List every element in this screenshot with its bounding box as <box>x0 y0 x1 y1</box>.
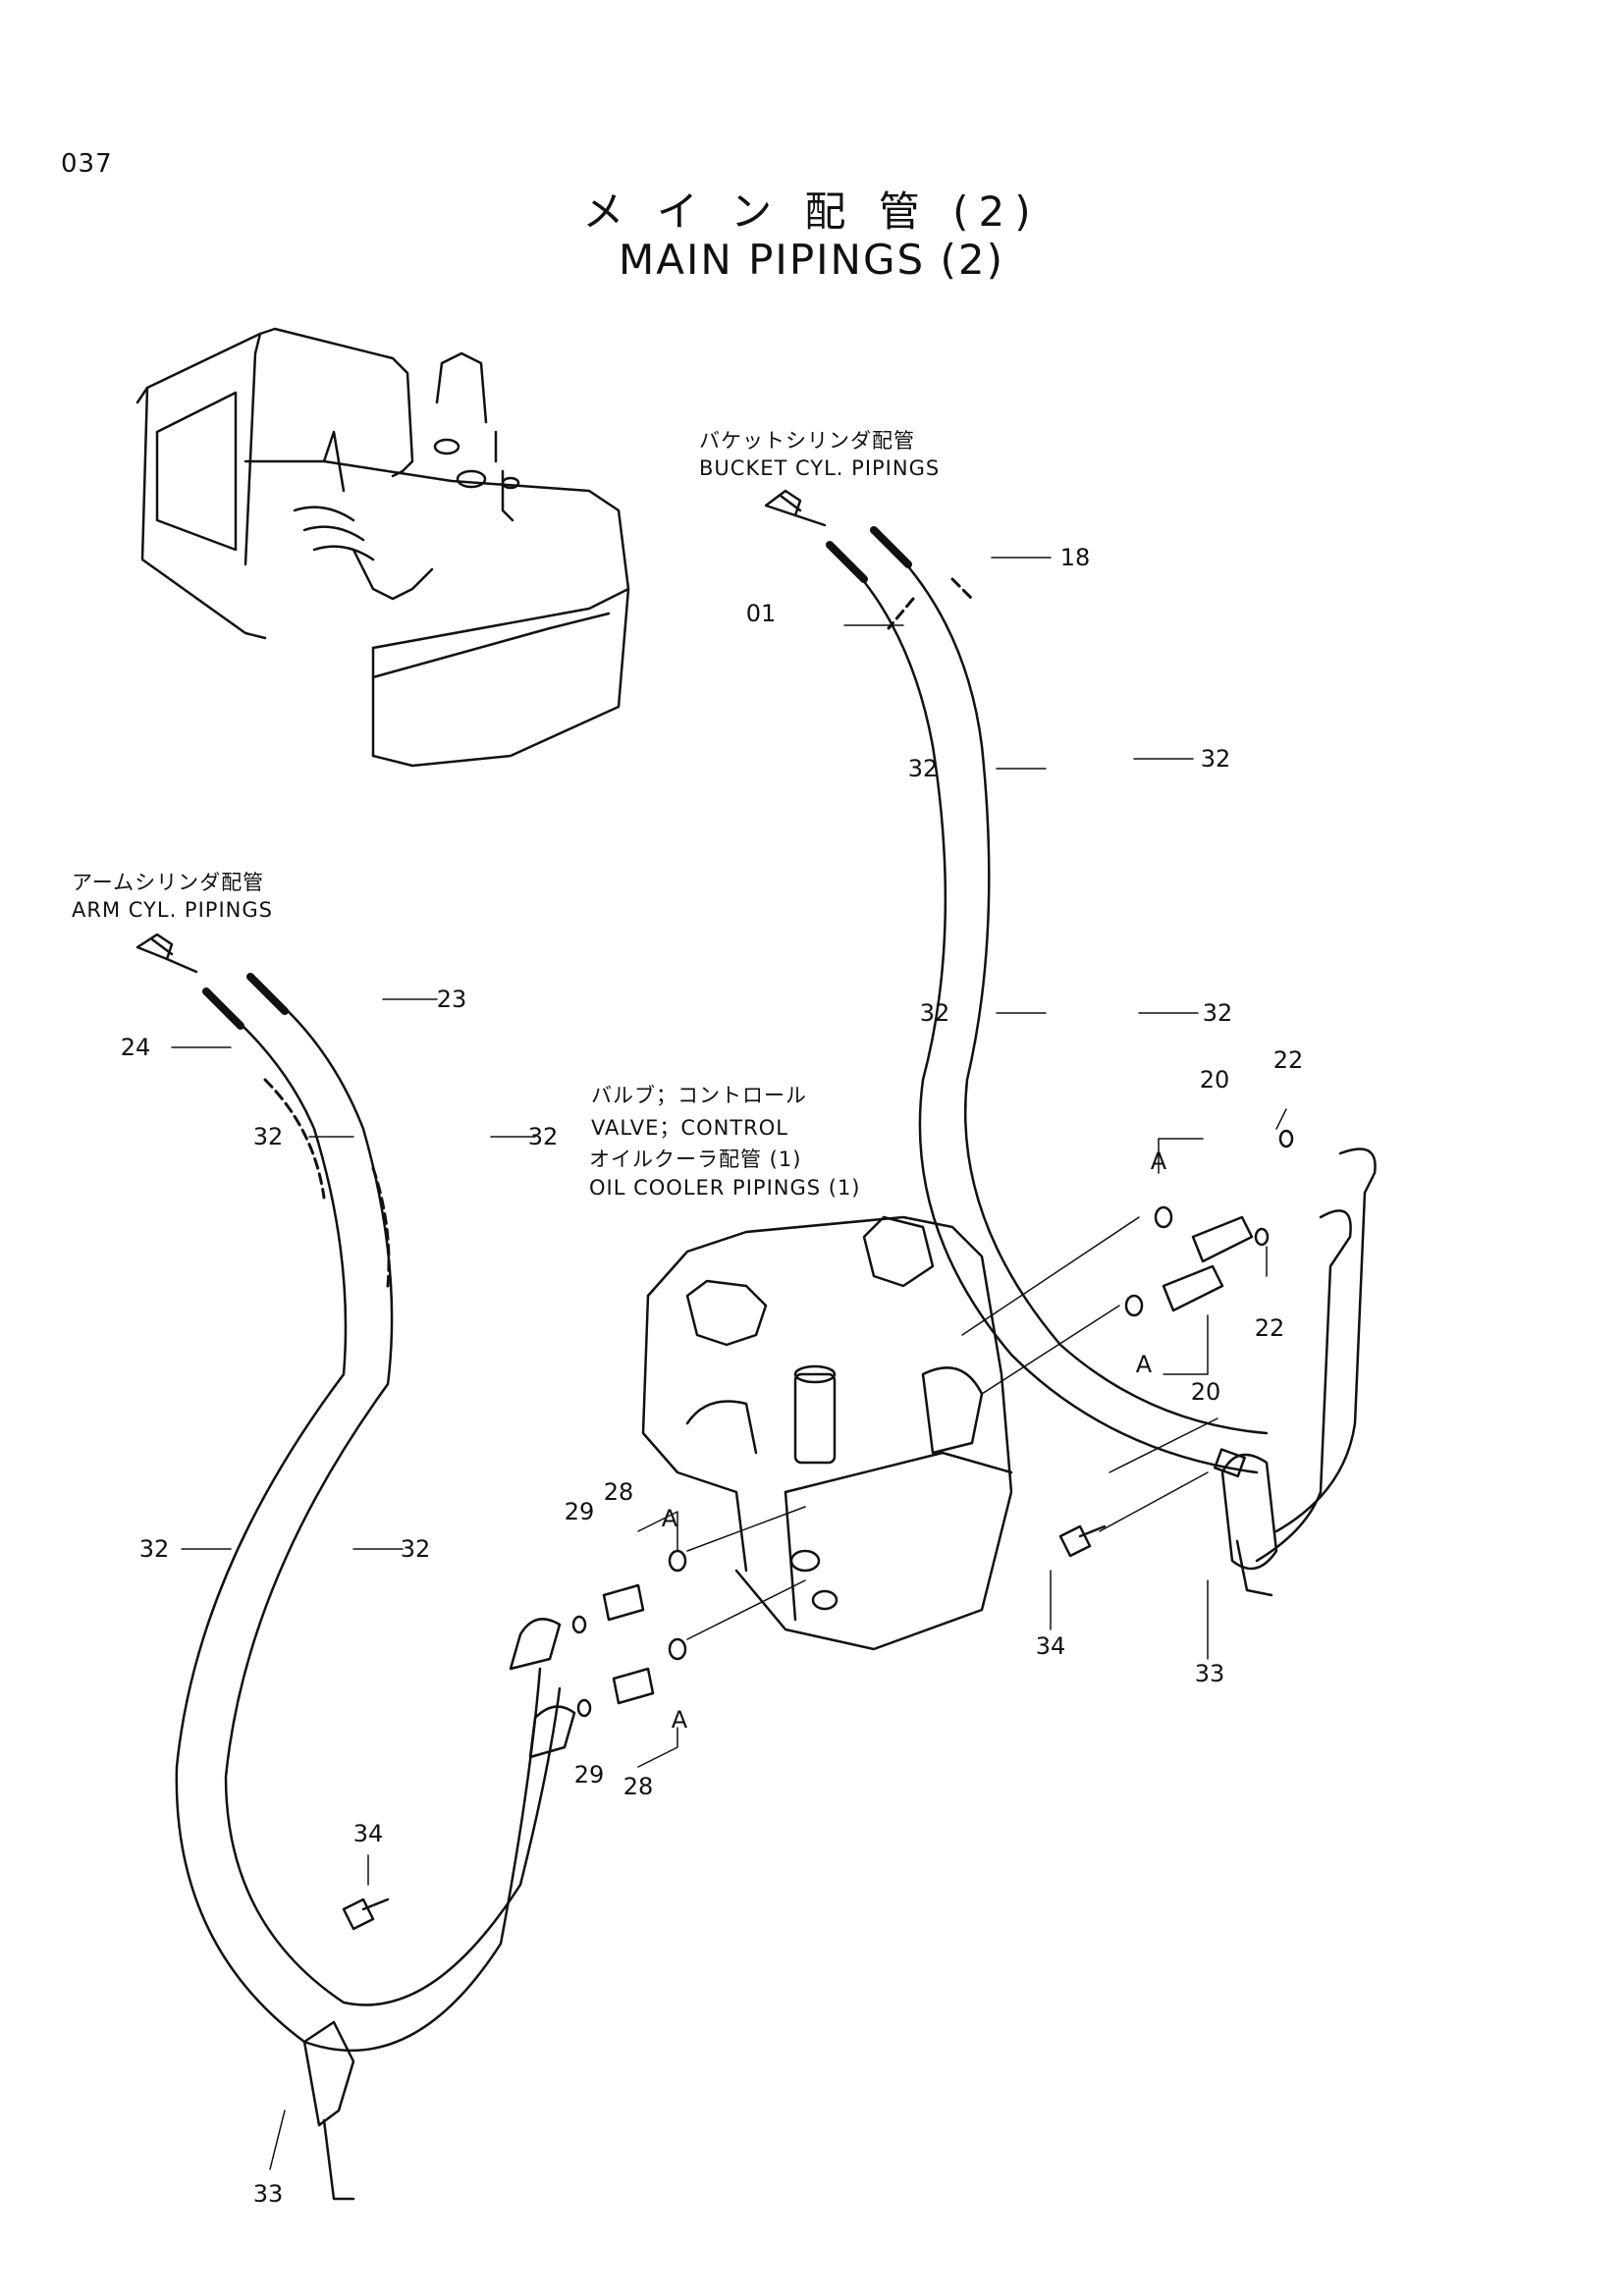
page-title-en: MAIN PIPINGS (2) <box>618 236 1005 284</box>
fittings <box>302 1129 1294 2201</box>
connection-marker-a: A <box>661 1505 678 1532</box>
part-number-01: 01 <box>745 600 777 627</box>
arm-label-jp: アームシリンダ配管 <box>72 871 265 894</box>
bucket-label-en: BUCKET CYL. PIPINGS <box>699 456 941 480</box>
cooler-label-jp: オイルクーラ配管 (1) <box>589 1148 802 1171</box>
part-number-20: 20 <box>1190 1378 1221 1406</box>
part-number-28: 28 <box>622 1773 654 1800</box>
part-number-22: 22 <box>1254 1314 1285 1342</box>
page-number: 037 <box>61 149 113 179</box>
valve-label-en: VALVE；CONTROL <box>591 1116 788 1140</box>
part-number-24: 24 <box>120 1034 151 1061</box>
part-number-28: 28 <box>603 1478 634 1506</box>
page-title-jp: メ イ ン 配 管 (2) <box>582 187 1041 236</box>
connection-marker-a: A <box>1135 1351 1153 1378</box>
leader-lines <box>171 557 1287 2170</box>
control-valve-illustration <box>641 1215 1013 1651</box>
bucket-hose-pair <box>764 489 1269 1474</box>
part-number-32: 32 <box>907 755 939 782</box>
oil-cooler-pipes <box>1214 1148 1377 1597</box>
part-number-34: 34 <box>352 1820 384 1847</box>
part-number-33: 33 <box>1194 1660 1225 1687</box>
part-number-32: 32 <box>252 1123 284 1150</box>
excavator-overview-illustration <box>135 327 630 768</box>
part-number-22: 22 <box>1272 1046 1304 1074</box>
bucket-label-jp: バケットシリンダ配管 <box>699 429 915 453</box>
valve-label-jp: バルブ；コントロール <box>591 1084 807 1107</box>
part-number-32: 32 <box>527 1123 559 1150</box>
part-number-32: 32 <box>1200 745 1231 773</box>
cooler-label-en: OIL COOLER PIPINGS (1) <box>589 1176 861 1200</box>
part-number-20: 20 <box>1199 1066 1230 1094</box>
part-number-23: 23 <box>436 986 467 1013</box>
arm-label-en: ARM CYL. PIPINGS <box>72 898 273 922</box>
connection-marker-a: A <box>1150 1148 1167 1175</box>
part-number-34: 34 <box>1035 1632 1066 1660</box>
part-number-29: 29 <box>564 1498 595 1525</box>
part-number-18: 18 <box>1059 544 1091 571</box>
connection-marker-a: A <box>671 1706 688 1734</box>
part-number-29: 29 <box>573 1761 605 1789</box>
arm-hose-pair <box>135 933 562 2053</box>
part-number-32: 32 <box>400 1535 431 1563</box>
part-number-32: 32 <box>138 1535 170 1563</box>
part-number-33: 33 <box>252 2180 284 2208</box>
part-number-32: 32 <box>919 999 950 1027</box>
part-number-32: 32 <box>1202 999 1233 1027</box>
